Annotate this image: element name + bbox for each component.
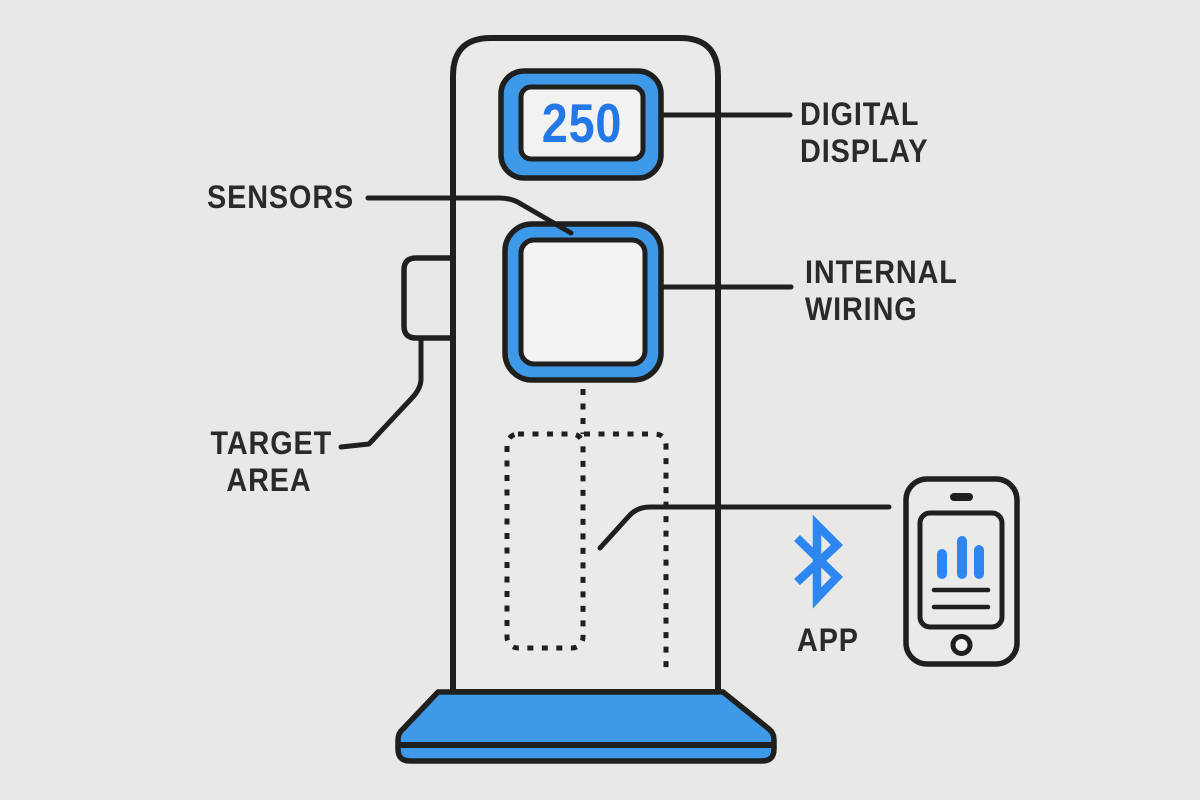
dashed-outer-edge (584, 431, 669, 668)
base-pedestal (395, 689, 777, 764)
target-area-dashed-outline (504, 389, 669, 668)
callout-internal-wiring: INTERNAL WIRING (805, 254, 958, 327)
target-pad-mount (401, 255, 456, 341)
callout-lines (338, 112, 892, 551)
callout-sensors: SENSORS (207, 179, 355, 215)
bar-chart-icon (937, 536, 984, 579)
callout-app: APP (797, 622, 859, 658)
bluetooth-icon (794, 514, 844, 609)
callout-target-area: TARGET AREA (210, 425, 333, 498)
speaker-slot-icon (950, 493, 973, 501)
digital-display-panel (498, 68, 664, 181)
screen-text-lines (931, 587, 991, 610)
smartphone-icon (903, 476, 1020, 667)
dashed-inner-rect (504, 431, 586, 651)
sensor-panel (502, 221, 664, 383)
app-leader (597, 504, 892, 551)
home-button-icon (950, 634, 973, 656)
score-display-value: 250 (541, 92, 623, 154)
sensor-inner-square (518, 237, 648, 367)
callout-digital-display: DIGITAL DISPLAY (800, 96, 929, 169)
display-screen (518, 84, 646, 162)
sensors-leader (365, 195, 574, 236)
target-area-leader (338, 337, 424, 450)
